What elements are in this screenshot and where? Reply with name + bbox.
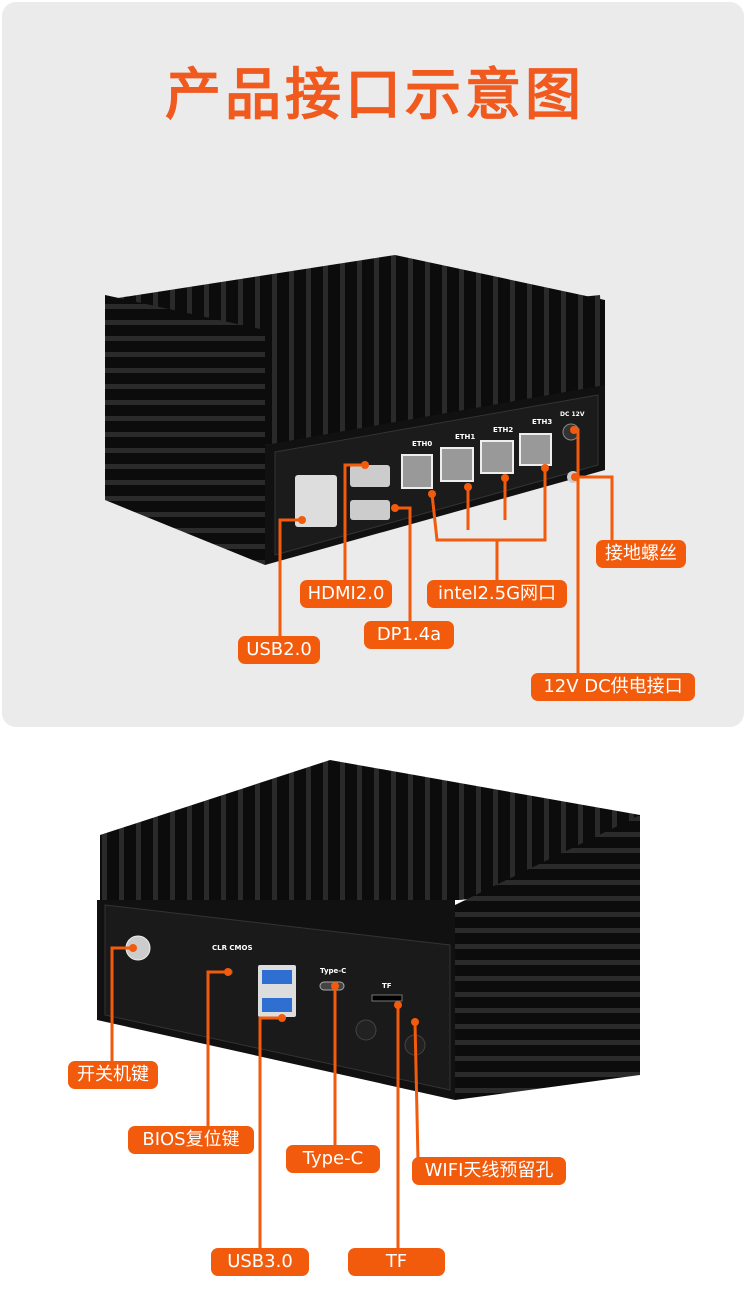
dc-label: DC 12V xyxy=(560,411,585,418)
callout-dp: DP1.4a xyxy=(364,621,454,649)
page-title: 产品接口示意图 xyxy=(165,63,585,128)
callout-typec: Type-C xyxy=(286,1145,380,1173)
callout-bios-reset: BIOS复位键 xyxy=(128,1126,254,1154)
eth0-label: ETH0 xyxy=(412,440,432,448)
tf-slot xyxy=(371,994,403,1002)
eth1-label: ETH1 xyxy=(455,433,475,441)
callout-wifi: WIFI天线预留孔 xyxy=(412,1157,566,1185)
dp-port xyxy=(350,500,390,520)
callout-ground-screw: 接地螺丝 xyxy=(596,540,686,568)
clr-cmos-label: CLR CMOS xyxy=(212,944,253,952)
wifi-antenna-hole-1 xyxy=(355,1019,377,1041)
hdmi-port xyxy=(350,465,390,487)
typec-label: Type-C xyxy=(320,967,346,975)
mini-pc-front-view: CLR CMOS Type-C TF xyxy=(97,760,640,1100)
callout-usb2: USB2.0 xyxy=(238,636,320,664)
callout-dots xyxy=(129,426,579,1026)
callout-lan: intel2.5G网口 xyxy=(427,580,567,608)
usb2-ports xyxy=(295,475,337,527)
eth2-label: ETH2 xyxy=(493,426,513,434)
callout-tf: TF xyxy=(348,1248,445,1276)
mini-pc-rear-view: ETH0 ETH1 ETH2 ETH3 DC 12V xyxy=(105,255,605,565)
callout-hdmi: HDMI2.0 xyxy=(300,580,392,608)
eth3-label: ETH3 xyxy=(532,418,552,426)
ethernet-ports xyxy=(401,433,552,489)
callout-power-button: 开关机键 xyxy=(68,1061,158,1089)
callout-usb3: USB3.0 xyxy=(211,1248,309,1276)
callout-dc-power: 12V DC供电接口 xyxy=(531,673,695,701)
tf-label: TF xyxy=(382,982,392,990)
